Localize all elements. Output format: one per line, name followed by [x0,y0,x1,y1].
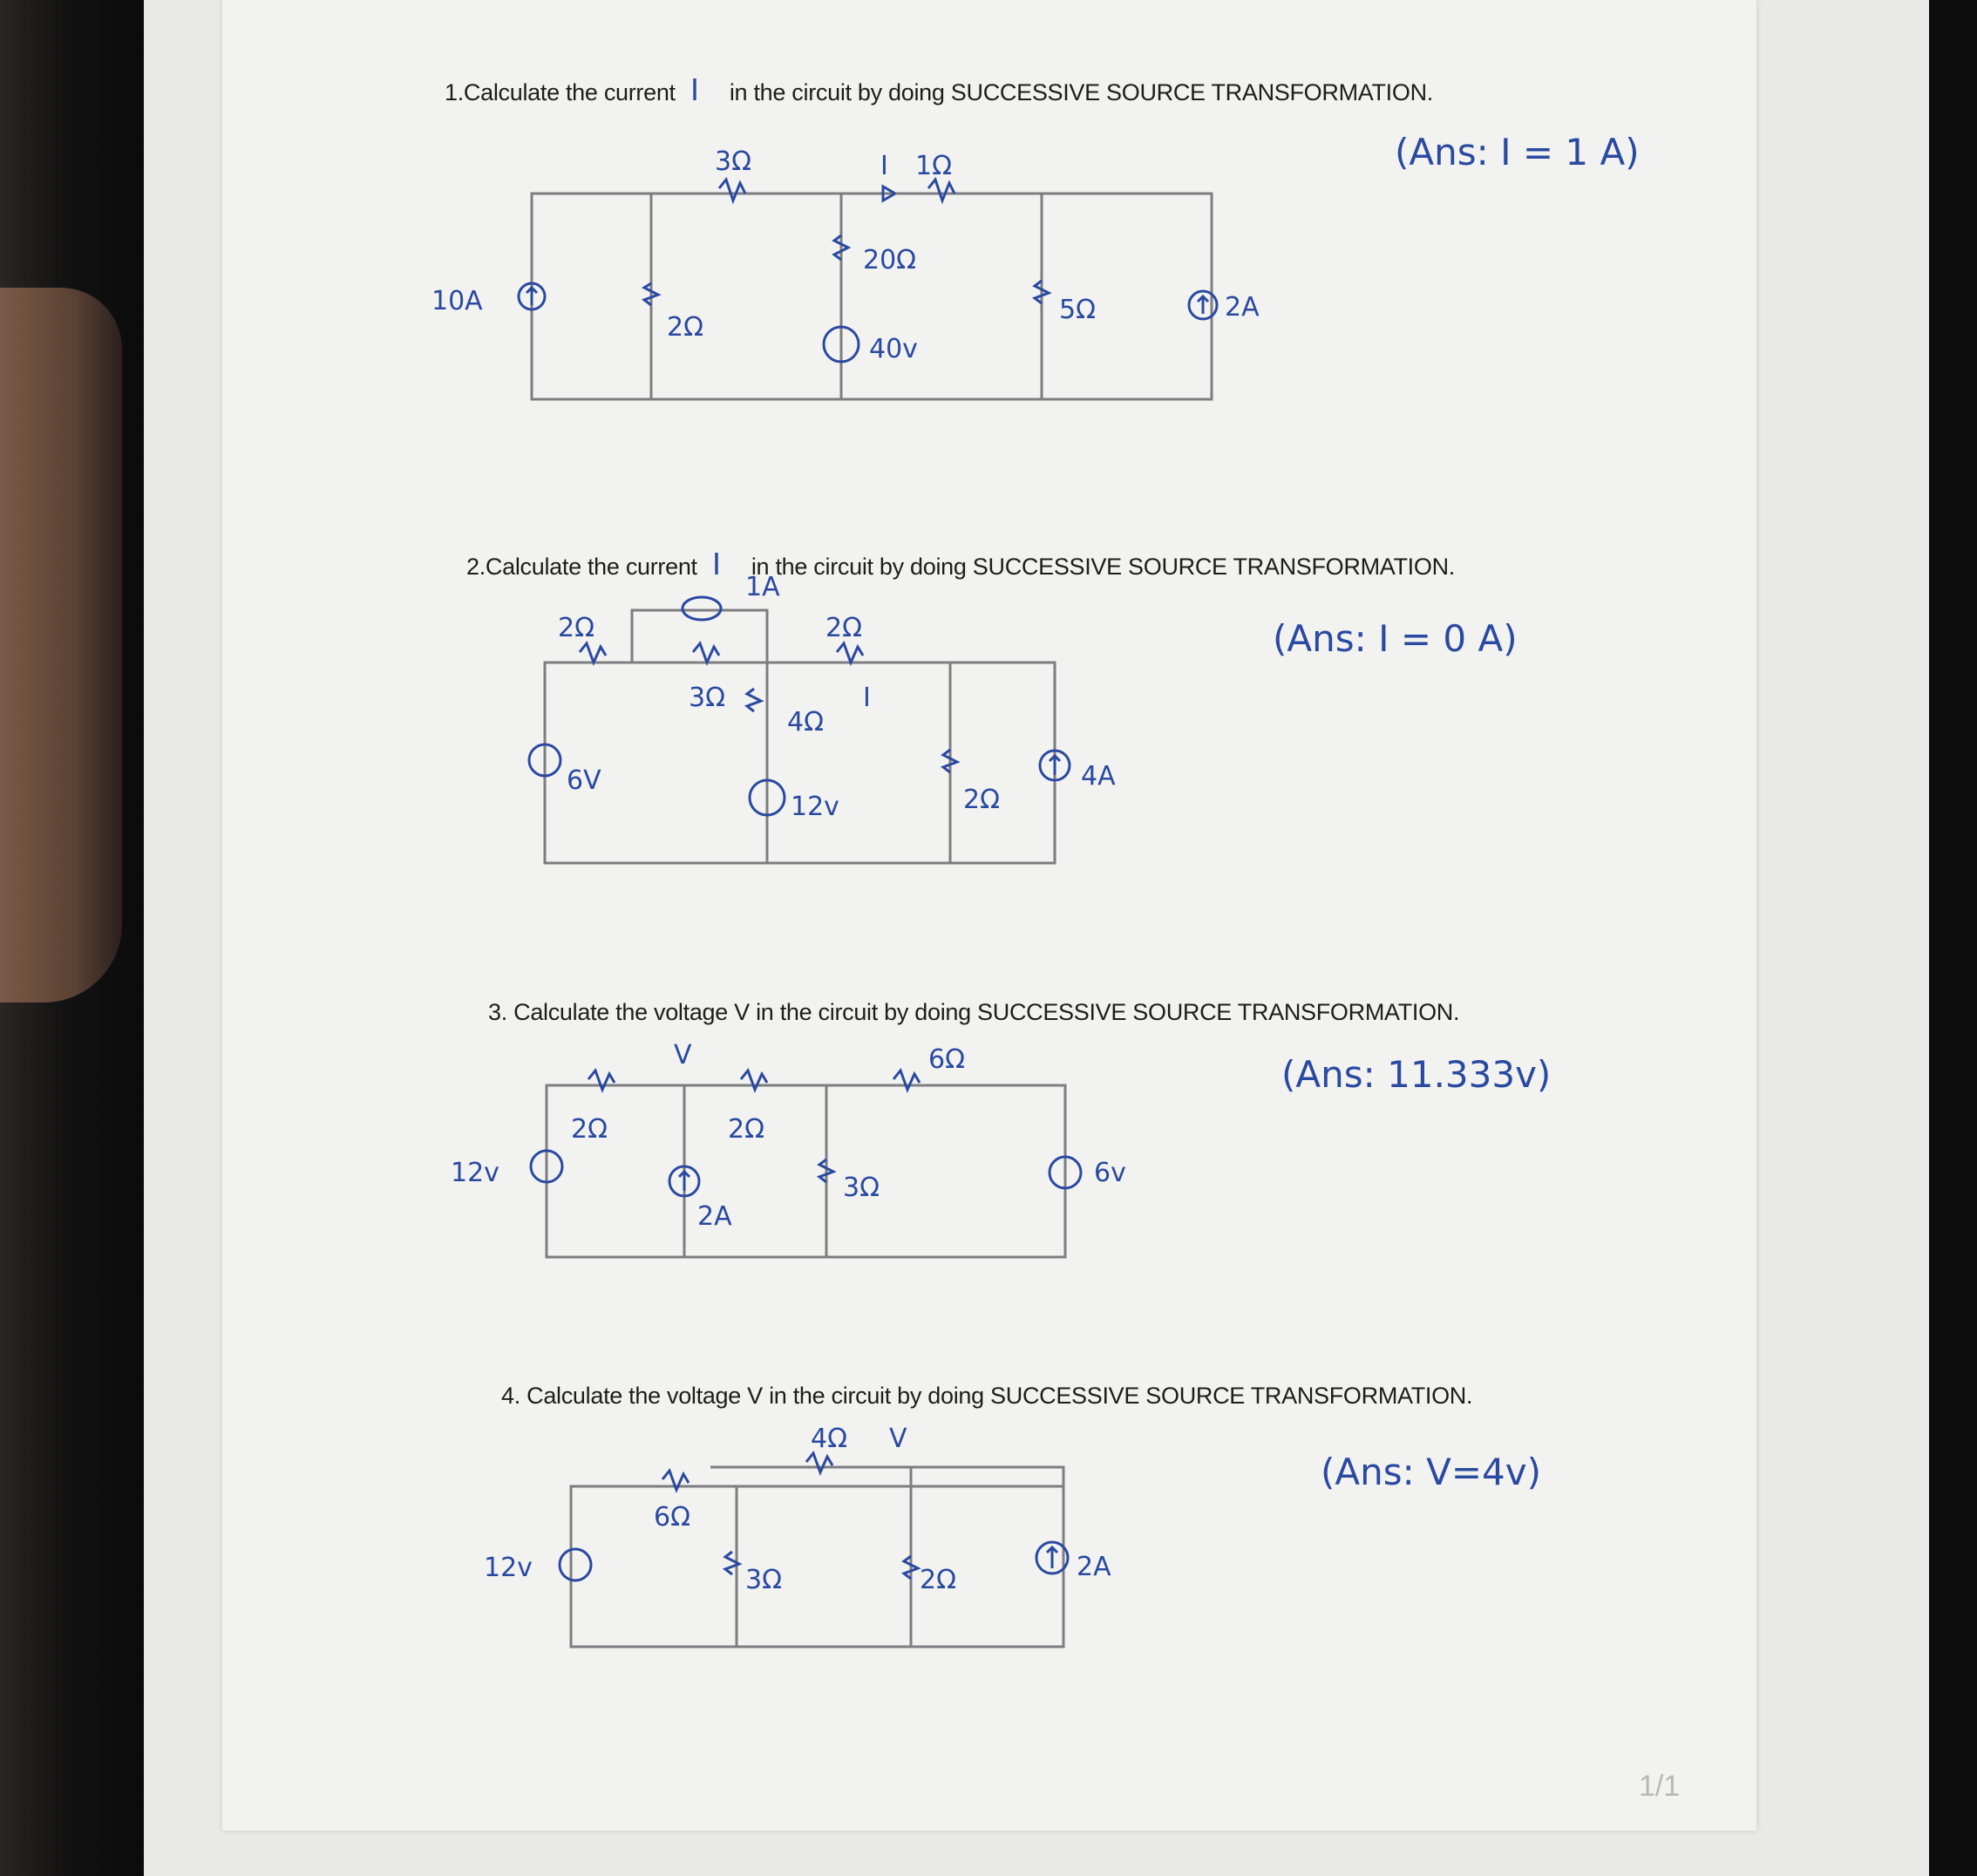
label: 6Ω [928,1044,965,1075]
label: 2Ω [963,785,1000,815]
label: 3Ω [689,683,725,713]
page-indicator: 1/1 [1639,1770,1681,1803]
label: 2Ω [667,312,703,343]
problem-1-text: 1.Calculate the current I in the circuit… [445,71,1433,107]
label: 10A [431,286,483,316]
problem-4-text: 4. Calculate the voltage V in the circui… [501,1383,1473,1409]
label: 6V [567,765,601,796]
label: 4A [1081,761,1116,792]
label: 3Ω [745,1565,782,1595]
label: 2Ω [571,1114,608,1145]
circuit-1: 3Ω I 1Ω 20Ω 10A 2Ω 40v 5Ω 2A [431,146,1260,401]
current-symbol: I [690,71,699,107]
label: 6v [1094,1158,1126,1188]
label: 12v [791,792,839,822]
current-symbol: I [711,546,721,581]
label: 1A [745,572,780,602]
label: 2A [1225,292,1260,323]
label: 12v [484,1553,533,1583]
label: 4Ω [787,707,824,737]
problem-2-text: 2.Calculate the current I in the circuit… [466,546,1455,581]
label: 2A [697,1201,732,1232]
label: 3Ω [715,146,751,177]
label: 2Ω [825,613,862,643]
label: I [863,683,871,713]
label: 1Ω [915,151,952,181]
label: 2Ω [558,613,594,643]
tablet-bezel-right [1929,0,1977,1876]
problem-3-text: 3. Calculate the voltage V in the circui… [488,999,1460,1025]
circuit-2: 1A 2Ω 2Ω 3Ω 4Ω I 6V 12v 2Ω 4A [527,572,1116,865]
label: 5Ω [1059,295,1096,325]
label: V [889,1424,907,1454]
label: 12v [451,1158,499,1188]
problem-2-answer: (Ans: I = 0 A) [1273,617,1518,660]
label: 2Ω [920,1565,956,1595]
circuit-diagrams: 3Ω I 1Ω 20Ω 10A 2Ω 40v 5Ω 2A [431,146,1260,1648]
problem-1-answer: (Ans: I = 1 A) [1395,131,1640,173]
circuit-3: V 6Ω 2Ω 2Ω 12v 3Ω 6v 2A [451,1040,1126,1259]
holding-finger [0,288,122,1003]
label: 20Ω [863,245,916,275]
circuit-4: 4Ω V 6Ω 12v 3Ω 2Ω 2A [484,1424,1111,1648]
label: 3Ω [843,1172,880,1203]
tablet-screen: 1.Calculate the current I in the circuit… [144,0,1929,1876]
label: 4Ω [811,1424,847,1454]
problem-3-answer: (Ans: 11.333v) [1281,1053,1552,1096]
label: 40v [869,334,918,364]
problem-4-answer: (Ans: V=4v) [1321,1451,1542,1493]
label: 2A [1077,1552,1111,1582]
document-page[interactable]: 1.Calculate the current I in the circuit… [222,0,1756,1831]
label: 2Ω [728,1114,764,1145]
label: 6Ω [654,1502,690,1533]
label: I [880,151,888,181]
label: V [674,1040,692,1071]
